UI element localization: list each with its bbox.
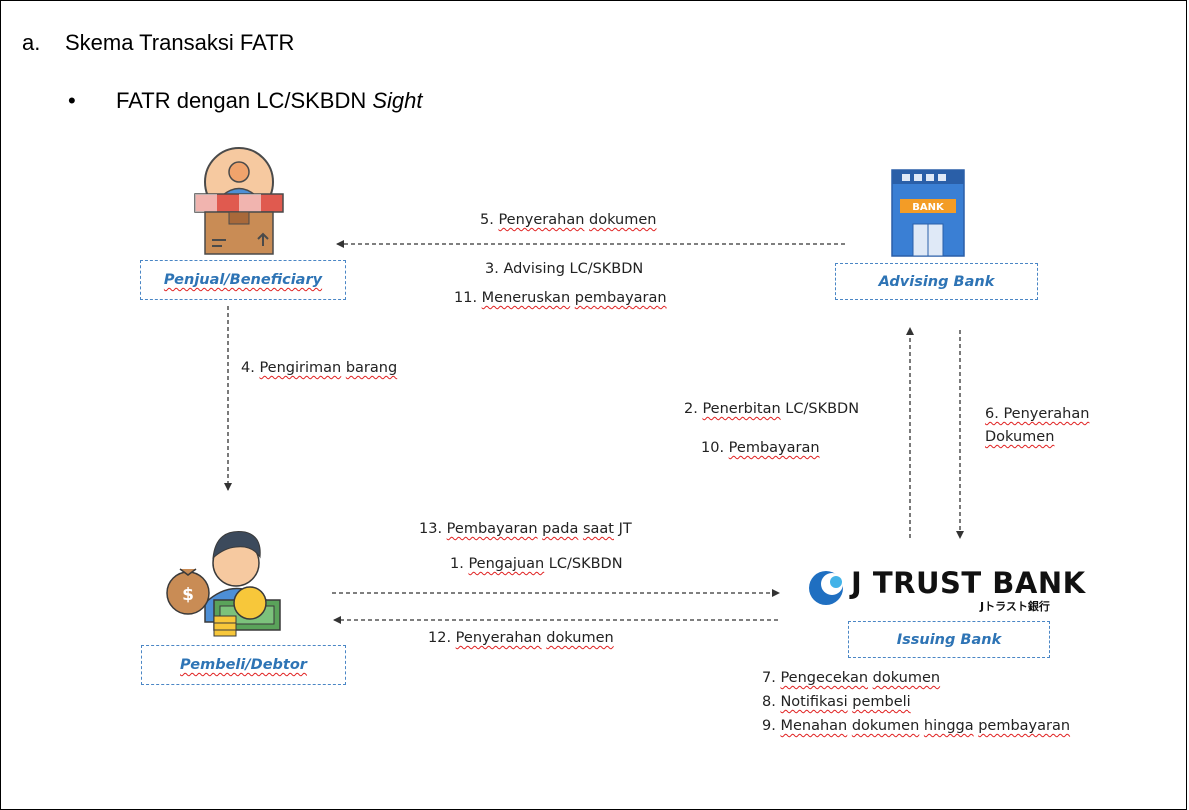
step-6-label-line2: Dokumen (985, 429, 1055, 445)
buyer-role-box: Pembeli/Debtor (141, 645, 346, 685)
bank-building-icon: BANK (891, 169, 965, 257)
bullet-dot: • (68, 88, 76, 113)
step-4-label: 4. Pengiriman barang (241, 360, 398, 376)
step-1-label: 1. Pengajuan LC/SKBDN (450, 556, 623, 572)
step-2-label: 2. Penerbitan LC/SKBDN (684, 401, 860, 417)
subtitle-italic: Sight (372, 88, 423, 113)
step-3-label: 3. Advising LC/SKBDN (485, 261, 644, 277)
step-13-label: 13. Pembayaran pada saat JT (419, 521, 632, 537)
step-12-label: 12. Penyerahan dokumen (428, 630, 614, 646)
step-9-label: 9. Menahan dokumen hingga pembayaran (762, 718, 1071, 734)
step-7-label: 7. Pengecekan dokumen (762, 670, 941, 686)
issuing-bank-label: Issuing Bank (896, 631, 1002, 648)
subtitle: FATR dengan LC/SKBDN Sight (116, 88, 423, 114)
buyer-role-label: Pembeli/Debtor (180, 657, 307, 673)
subtitle-text: FATR dengan LC/SKBDN (116, 88, 373, 113)
jtrust-logo-subtitle: Jトラスト銀行 (980, 600, 1050, 613)
advising-bank-box: Advising Bank (835, 263, 1038, 300)
jtrust-logo-name: J TRUST BANK (851, 566, 1086, 600)
step-5-label: 5. Penyerahan dokumen (480, 212, 657, 228)
section-title: Skema Transaksi FATR (65, 30, 295, 55)
seller-shop-icon (194, 147, 284, 255)
jtrust-logo-mark-icon (809, 571, 843, 605)
seller-role-label: Penjual/Beneficiary (163, 272, 323, 288)
buyer-person-icon: $ (166, 531, 281, 637)
step-10-label: 10. Pembayaran (701, 440, 820, 456)
issuing-bank-box: Issuing Bank (848, 621, 1050, 658)
svg-text:$: $ (182, 585, 194, 605)
step-8-label: 8. Notifikasi pembeli (762, 694, 911, 710)
bank-sign-text: BANK (912, 202, 945, 213)
step-6-label-line1: 6. Penyerahan (985, 406, 1090, 422)
seller-role-box: Penjual/Beneficiary (140, 260, 346, 300)
section-marker: a. (22, 30, 41, 55)
step-11-label: 11. Meneruskan pembayaran (454, 290, 667, 306)
advising-bank-label: Advising Bank (878, 273, 995, 290)
